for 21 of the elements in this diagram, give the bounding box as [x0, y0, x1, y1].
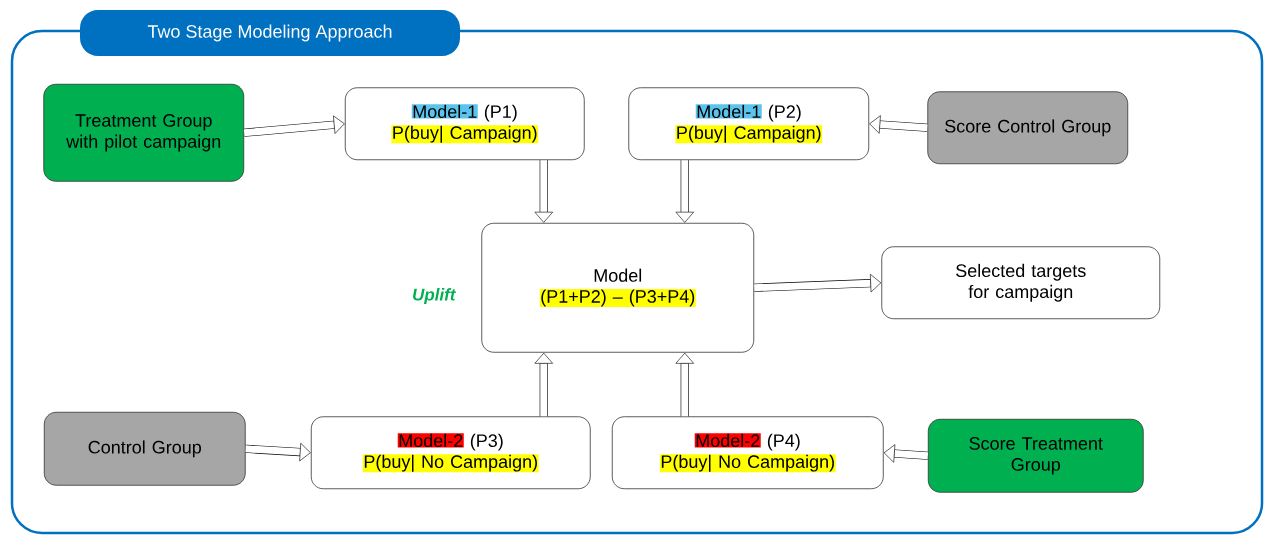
model-box: Model-2 (P4) P(buy| No Campaign) [611, 416, 884, 490]
block-arrow [883, 444, 929, 463]
group-box: Treatment Group with pilot campaign [43, 83, 245, 182]
group-box: Score Control Group [927, 91, 1129, 165]
block-arrow [675, 160, 694, 223]
model-box: Model (P1+P2) – (P3+P4) [481, 222, 755, 353]
block-arrow [534, 352, 553, 417]
model-box: Model-2 (P3) P(buy| No Campaign) [310, 416, 591, 490]
block-arrow [245, 442, 311, 462]
block-arrow [675, 352, 694, 417]
block-arrow [243, 115, 345, 137]
group-box: Score Treatment Group [927, 418, 1144, 493]
result-box: Selected targets for campaign [881, 246, 1161, 320]
model-box: Model-1 (P2) P(buy| Campaign) [628, 87, 870, 161]
title-tab: Two Stage Modeling Approach [80, 10, 460, 56]
model-box: Model-1 (P1) P(buy| Campaign) [344, 87, 585, 161]
side-label: Uplift [413, 288, 457, 304]
group-box: Control Group [43, 411, 246, 486]
block-arrow [754, 273, 882, 293]
block-arrow [534, 160, 553, 223]
block-arrow [869, 115, 928, 134]
